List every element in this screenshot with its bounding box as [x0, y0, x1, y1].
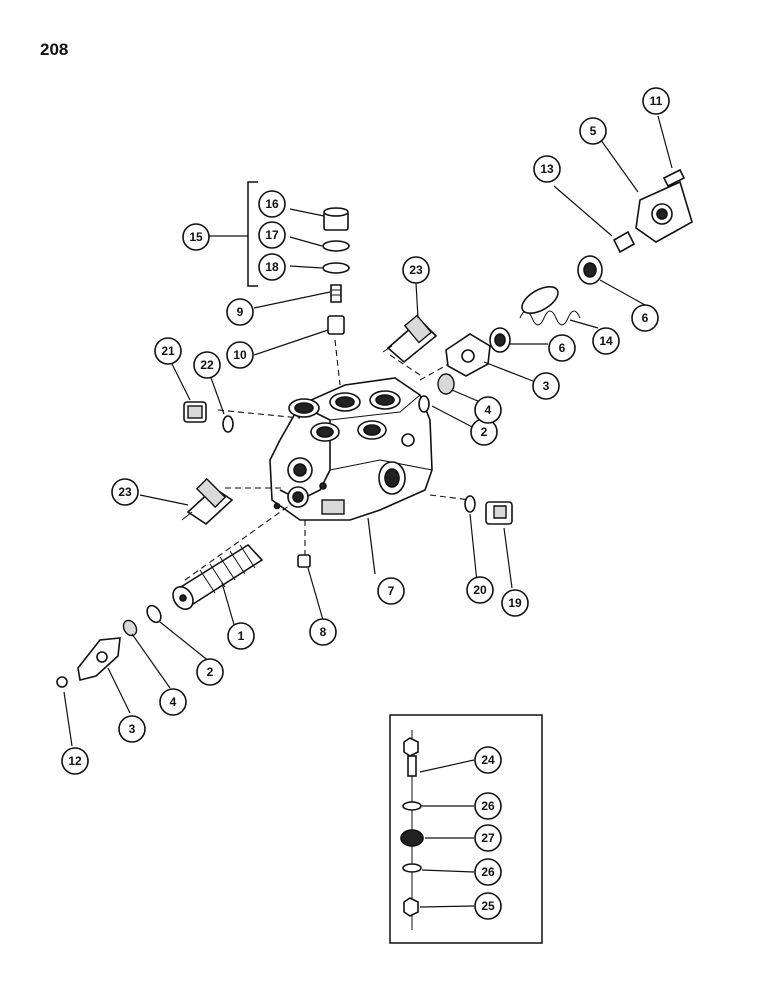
svg-text:15: 15 — [189, 230, 203, 244]
svg-text:16: 16 — [265, 197, 279, 211]
washer-upper-right — [437, 373, 455, 395]
svg-text:6: 6 — [642, 311, 649, 325]
plate-upper-right — [445, 333, 491, 377]
callout-12: 12 — [61, 747, 89, 775]
svg-text:27: 27 — [481, 831, 495, 845]
svg-text:3: 3 — [129, 722, 136, 736]
valve-body — [269, 377, 433, 521]
callout-2-upper: 2 — [470, 418, 498, 446]
callout-23-left: 23 — [111, 478, 139, 506]
spool — [172, 543, 264, 610]
callout-3-lower: 3 — [118, 715, 146, 743]
svg-text:2: 2 — [207, 665, 214, 679]
callout-27: 27 — [474, 824, 502, 852]
callout-2-lower: 2 — [196, 658, 224, 686]
svg-text:18: 18 — [265, 260, 279, 274]
plug-lower-right — [485, 501, 513, 525]
svg-text:13: 13 — [540, 162, 554, 176]
svg-text:17: 17 — [265, 228, 279, 242]
callout-22: 22 — [193, 351, 221, 379]
callout-11: 11 — [642, 87, 670, 115]
spring-seat-upper — [577, 255, 603, 285]
relief-valve-left — [181, 477, 234, 526]
svg-text:14: 14 — [599, 334, 613, 348]
callout-18: 18 — [258, 253, 286, 281]
stop-bolt — [612, 230, 636, 254]
mounting-hardware-box — [389, 714, 543, 944]
callout-4-upper: 4 — [474, 396, 502, 424]
cap-plate-left — [77, 637, 121, 681]
svg-text:25: 25 — [481, 899, 495, 913]
spring — [519, 285, 581, 326]
svg-text:21: 21 — [161, 344, 175, 358]
washer-left — [122, 619, 138, 637]
spring-seat-lower — [489, 327, 511, 353]
callout-26-upper: 26 — [474, 792, 502, 820]
svg-text:20: 20 — [473, 583, 487, 597]
callout-19: 19 — [501, 589, 529, 617]
relief-cartridge-group — [202, 181, 350, 335]
cap-screw-right — [662, 168, 686, 188]
svg-text:7: 7 — [388, 584, 395, 598]
o-ring-left — [146, 604, 162, 624]
callout-9: 9 — [226, 298, 254, 326]
callout-3-upper: 3 — [532, 372, 560, 400]
svg-text:24: 24 — [481, 753, 495, 767]
svg-text:11: 11 — [650, 94, 663, 108]
svg-text:5: 5 — [590, 124, 597, 138]
callout-7: 7 — [377, 577, 405, 605]
callout-17: 17 — [258, 221, 286, 249]
check-poppet — [297, 554, 311, 568]
svg-text:9: 9 — [237, 305, 244, 319]
svg-text:8: 8 — [320, 625, 327, 639]
svg-text:23: 23 — [409, 263, 423, 277]
svg-text:2: 2 — [481, 425, 488, 439]
callout-26-lower: 26 — [474, 858, 502, 886]
callout-24: 24 — [474, 746, 502, 774]
svg-text:12: 12 — [68, 754, 82, 768]
svg-text:10: 10 — [233, 348, 247, 362]
o-ring-lower-right — [464, 495, 476, 513]
svg-text:1: 1 — [238, 629, 245, 643]
callout-8: 8 — [309, 618, 337, 646]
callout-5: 5 — [579, 117, 607, 145]
callout-25: 25 — [474, 892, 502, 920]
end-cap — [635, 180, 693, 243]
svg-text:22: 22 — [200, 358, 214, 372]
page-number: 208 — [40, 40, 69, 59]
callout-1: 1 — [227, 622, 255, 650]
svg-text:26: 26 — [481, 799, 495, 813]
callout-4-lower: 4 — [159, 688, 187, 716]
o-ring-upper-right — [418, 395, 430, 413]
screw-left — [56, 676, 68, 688]
assembly-lines — [184, 339, 471, 581]
callout-13: 13 — [533, 155, 561, 183]
leader-lines — [63, 115, 673, 908]
callout-14: 14 — [592, 327, 620, 355]
callout-21: 21 — [154, 337, 182, 365]
relief-valve-top — [382, 314, 438, 364]
svg-text:23: 23 — [118, 485, 132, 499]
svg-text:4: 4 — [170, 695, 177, 709]
svg-text:4: 4 — [485, 403, 492, 417]
callout-15: 15 — [182, 223, 210, 251]
svg-text:6: 6 — [559, 341, 566, 355]
callout-20: 20 — [466, 576, 494, 604]
callout-23-top: 23 — [402, 256, 430, 284]
svg-text:19: 19 — [508, 596, 522, 610]
callout-16: 16 — [258, 190, 286, 218]
callout-6-lower: 6 — [548, 334, 576, 362]
plug-upper-left — [183, 401, 207, 423]
svg-text:26: 26 — [481, 865, 495, 879]
callout-10: 10 — [226, 341, 254, 369]
svg-text:3: 3 — [543, 379, 550, 393]
callout-6-upper: 6 — [631, 304, 659, 332]
o-ring-upper-left — [222, 415, 234, 433]
